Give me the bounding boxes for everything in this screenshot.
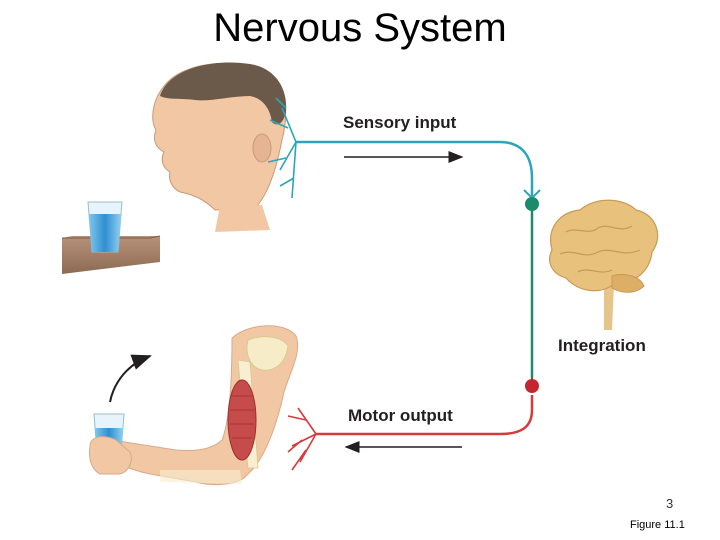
figure-reference: Figure 11.1 [630, 519, 685, 531]
lift-arrow [109, 354, 152, 403]
page-number: 3 [666, 496, 674, 511]
motor-neuron [287, 378, 539, 471]
glass-in-hand-icon [89, 413, 132, 475]
brain-icon [549, 199, 659, 330]
head-icon [152, 62, 287, 232]
arm-icon [111, 325, 298, 486]
glass-on-table-icon [62, 201, 161, 274]
sensory-neuron [267, 97, 541, 211]
sensory-input-label: Sensory input [343, 113, 457, 132]
integration-label: Integration [558, 336, 646, 355]
slide-title: Nervous System [213, 6, 507, 50]
motor-output-label: Motor output [348, 406, 453, 425]
